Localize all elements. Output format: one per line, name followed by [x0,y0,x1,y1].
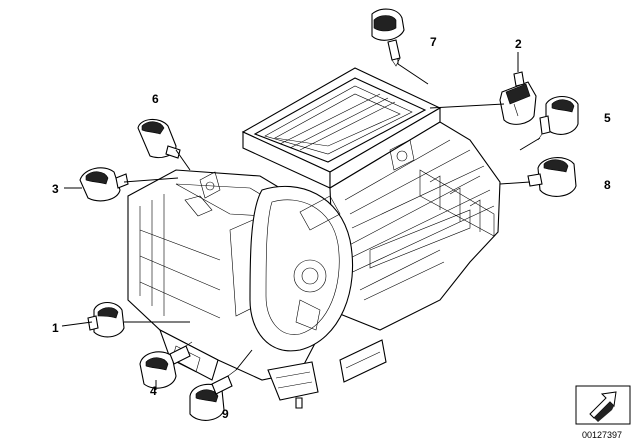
callout-4: 4 [150,384,157,398]
callout-7: 7 [430,35,437,49]
callout-5: 5 [604,111,611,125]
actuator-7[interactable] [371,8,405,67]
actuator-3[interactable] [79,167,129,202]
callout-2: 2 [515,37,522,51]
callout-9: 9 [222,407,229,421]
callout-8: 8 [604,178,611,192]
callout-labels: 1 2 3 4 5 6 7 8 9 [52,35,611,421]
callout-3: 3 [52,182,59,196]
actuator-8[interactable] [527,157,577,197]
callout-1: 1 [52,321,59,335]
drawing-number: 00127397 [582,430,622,440]
actuator-9[interactable] [189,369,237,421]
actuator-1[interactable] [87,301,125,338]
orientation-box: 00127397 [575,385,631,440]
heater-housing-assembly [127,67,501,409]
actuator-4[interactable] [139,341,193,389]
callout-6: 6 [152,92,159,106]
actuator-2[interactable] [499,71,537,125]
actuator-5[interactable] [537,95,579,141]
leader-lines [61,52,541,390]
arrow-icon [589,391,617,422]
actuator-6[interactable] [137,118,181,159]
